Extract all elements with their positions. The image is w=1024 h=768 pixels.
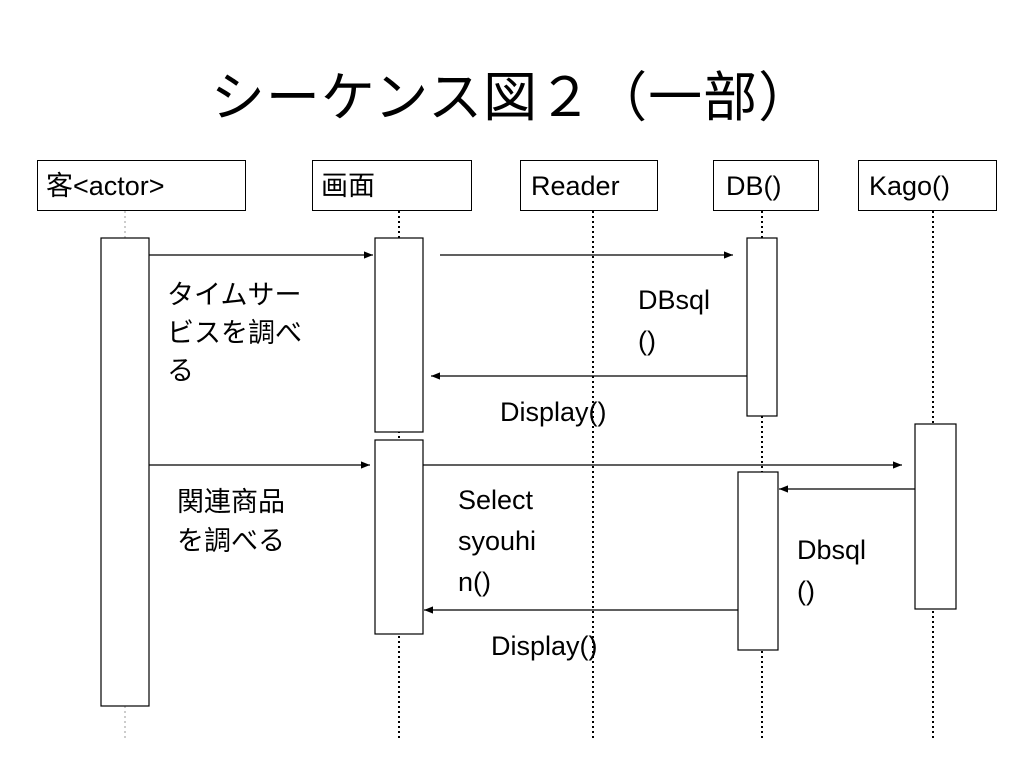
participant-kyaku: 客<actor> [37, 160, 246, 211]
message-label-m6-line2: () [797, 576, 815, 606]
message-label-m6-line1: Dbsql [797, 535, 867, 565]
participant-gamen: 画面 [312, 160, 472, 211]
activation-gamen-2 [374, 439, 424, 635]
message-label-m4-line1: 関連商品 [177, 487, 285, 517]
message-label-m3: Display() [500, 397, 607, 427]
activation-kago [914, 423, 957, 610]
message-label-m2-line2: () [638, 326, 656, 356]
activation-gamen-1 [374, 237, 424, 433]
participant-db: DB() [713, 160, 819, 211]
participant-kago: Kago() [858, 160, 997, 211]
message-label-m5-line1: Select [458, 485, 534, 515]
message-label-m1-line2: ビスを調べ [167, 318, 302, 348]
activation-db-2 [737, 471, 779, 651]
message-label-m2-line1: DBsql [638, 285, 711, 315]
activation-db-1 [746, 237, 778, 417]
message-label-m7: Display() [491, 631, 598, 661]
message-label-m4-line2: を調べる [177, 526, 285, 556]
message-label-m1-line1: タイムサー [167, 280, 302, 310]
message-label-m5-line2: syouhi [458, 526, 537, 556]
activation-kyaku [100, 237, 150, 707]
message-label-m1-line3: る [167, 356, 194, 386]
message-label-m5-line3: n() [458, 567, 491, 597]
participant-reader: Reader [520, 160, 658, 211]
page-title: シーケンス図２（一部） [210, 66, 814, 129]
